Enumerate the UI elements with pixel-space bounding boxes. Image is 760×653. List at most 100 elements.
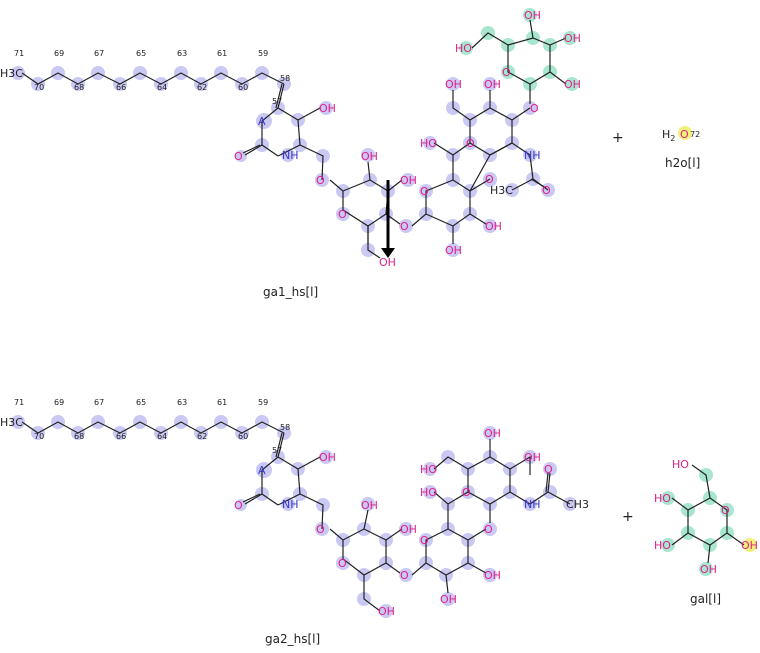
svg-text:HO: HO [455,42,472,55]
svg-text:O: O [462,486,471,499]
chain-atom-number: 63 [177,49,187,58]
substrate-molecule-ga1: H3C A O NH OH O O OH OH OH O O HO OH OH … [0,8,581,269]
svg-text:NH: NH [524,498,541,511]
chain-atom-number: 65 [136,49,146,58]
svg-text:O: O [316,523,325,536]
cosubstrate-name-label: h2o[l] [665,156,700,170]
galactose-oh-41: OH [700,563,717,576]
chain-atom-number: 61 [217,49,227,58]
second-hexose-ring [452,107,513,156]
substrate-name-label: ga1_hs[l] [263,285,318,299]
svg-text:OH: OH [400,174,417,187]
chain-atom-number: 66 [116,432,126,441]
svg-text:O: O [420,534,429,547]
chain-atom-number: 62 [197,432,207,441]
svg-text:CH3: CH3 [566,498,589,511]
chain-atom-number: 61 [217,398,227,407]
svg-text:A: A [258,115,266,128]
chain-atom-number: 57 [272,97,282,106]
svg-text:OH: OH [378,605,395,618]
svg-text:OH: OH [564,32,581,45]
chain-atom-number: 59 [258,49,268,58]
chain-atom-number: 62 [197,83,207,92]
galactose-oh-72: OH [741,539,758,552]
product-atom-labels: H3C A O NH OH O O OH OH OH O O HO HO OH … [0,416,589,618]
chain-atom-number: 71 [14,49,24,58]
chain-atom-number: 58 [280,74,290,83]
svg-text:OH: OH [445,244,462,257]
svg-text:O: O [530,102,539,115]
svg-text:O: O [234,499,243,512]
fatty-acid-chain [21,72,285,85]
chain-atom-number: 63 [177,398,187,407]
svg-text:NH: NH [282,149,299,162]
galactose-oh-39: HO [654,539,671,552]
chain-atom-number: 60 [238,432,248,441]
svg-text:O: O [544,463,553,476]
svg-text:OH: OH [361,150,378,163]
chain-atom-number: 60 [238,83,248,92]
svg-text:O: O [234,150,243,163]
svg-text:O: O [485,173,494,186]
plus-sign-bottom: + [622,509,634,525]
svg-text:O: O [400,569,409,582]
chain-atom-number: 68 [74,432,84,441]
galnac-ring [411,179,471,227]
svg-text:O: O [338,208,347,221]
chain-atom-number: 64 [157,432,167,441]
svg-text:OH: OH [400,523,417,536]
svg-text:A: A [258,464,266,477]
svg-text:O: O [542,184,551,197]
fatty-acid-chain-product [21,421,285,434]
svg-text:O: O [420,185,429,198]
chain-atom-number: 64 [157,83,167,92]
svg-text:H3C: H3C [490,184,513,197]
chain-atom-number: 67 [94,398,104,407]
svg-text:OH: OH [440,593,457,606]
water-atom-number: 72 [690,130,700,139]
svg-text:H3C: H3C [0,416,23,429]
svg-text:OH: OH [524,9,541,22]
galactose-highlight [459,8,579,91]
svg-text:OH: OH [361,499,378,512]
svg-text:OH: OH [484,78,501,91]
svg-text:O: O [400,220,409,233]
chain-atom-number: 58 [280,423,290,432]
svg-text:HO: HO [420,486,437,499]
svg-text:OH: OH [564,78,581,91]
galactose-oh-37: HO [654,492,671,505]
svg-text:O: O [484,523,493,536]
svg-text:OH: OH [484,569,501,582]
svg-text:OH: OH [319,451,336,464]
svg-text:O: O [502,66,511,79]
chain-atom-number: 69 [54,49,64,58]
chain-atom-number: 66 [116,83,126,92]
galactose-ring-oxygen: O [721,504,730,517]
svg-text:OH: OH [379,256,396,269]
water-oxygen: O [680,128,689,141]
chain-atom-number: 67 [94,49,104,58]
chain-atom-number: 68 [74,83,84,92]
water-formula-H2: H2 [662,128,675,143]
glucose-ring [329,179,389,227]
svg-text:NH: NH [524,149,541,162]
product2-name-label: gal[l] [690,592,721,606]
svg-text:O: O [316,174,325,187]
chain-atom-number: 70 [34,83,44,92]
chain-atom-number: 71 [14,398,24,407]
galactose-oh-35: HO [672,458,689,471]
product-highlight [11,415,577,618]
svg-text:O: O [338,557,347,570]
svg-text:NH: NH [282,498,299,511]
svg-text:OH: OH [484,427,501,440]
galactose-molecule: HO HO HO O OH OH [654,458,758,576]
svg-text:OH: OH [319,102,336,115]
chain-atom-number: 69 [54,398,64,407]
svg-text:HO: HO [420,463,437,476]
svg-text:OH: OH [485,220,502,233]
water-molecule: H2 O 72 [662,126,700,143]
substrate-atom-labels: H3C A O NH OH O O OH OH OH O O HO OH OH … [0,9,581,269]
chain-atom-number: 70 [34,432,44,441]
svg-text:HO: HO [420,137,437,150]
